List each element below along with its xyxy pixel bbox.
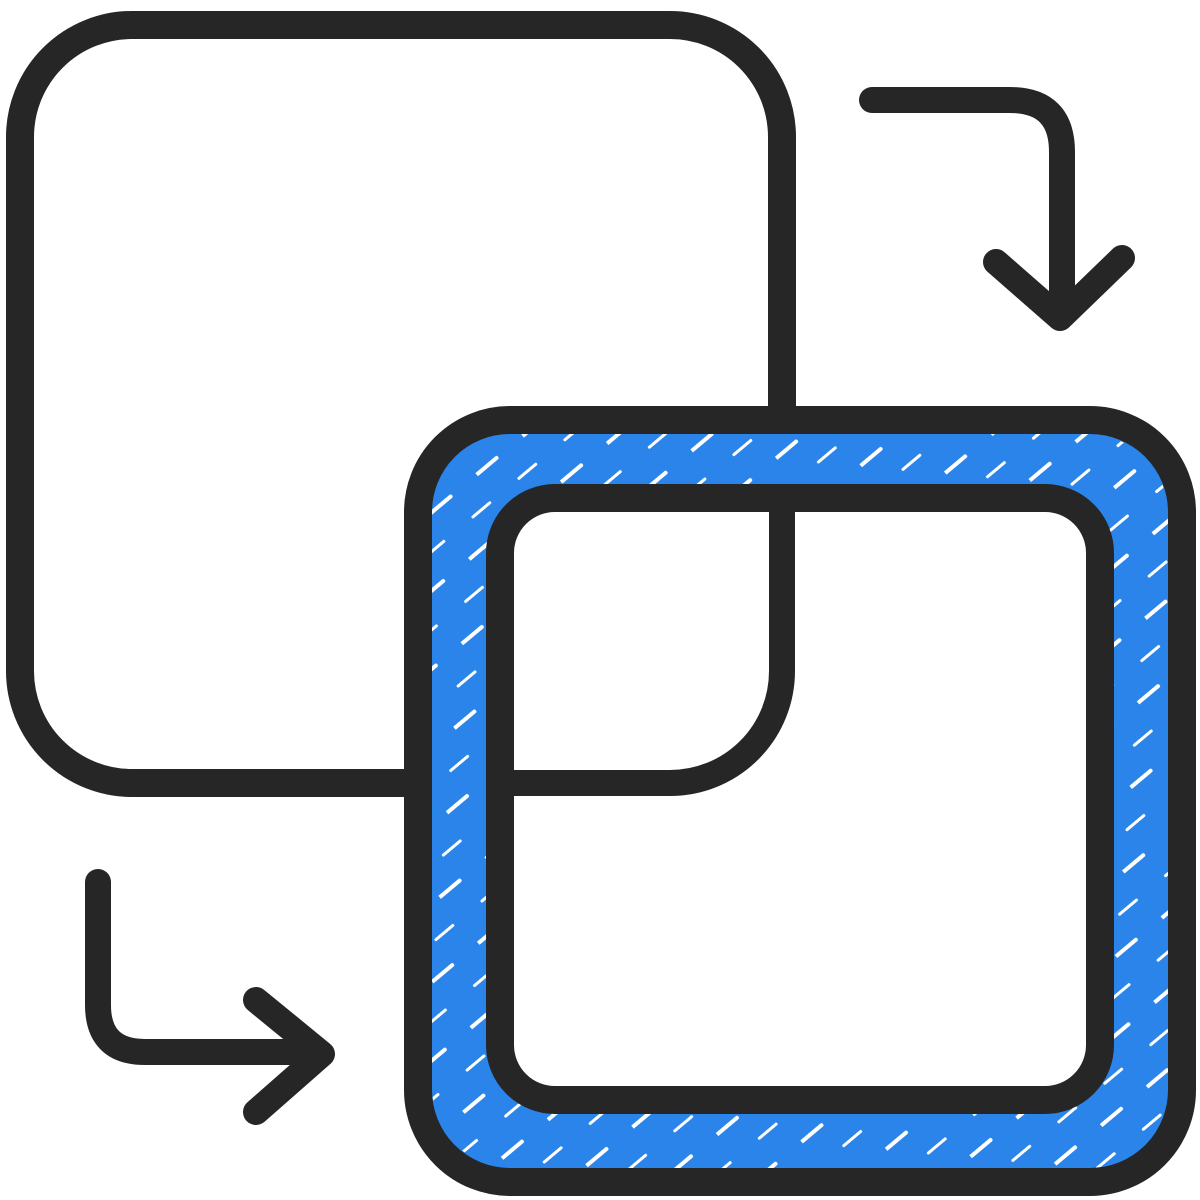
front-square-icon <box>404 406 1196 1196</box>
arrow-right-bottom-icon <box>85 869 335 1125</box>
arrow-down-right-icon <box>859 87 1135 331</box>
